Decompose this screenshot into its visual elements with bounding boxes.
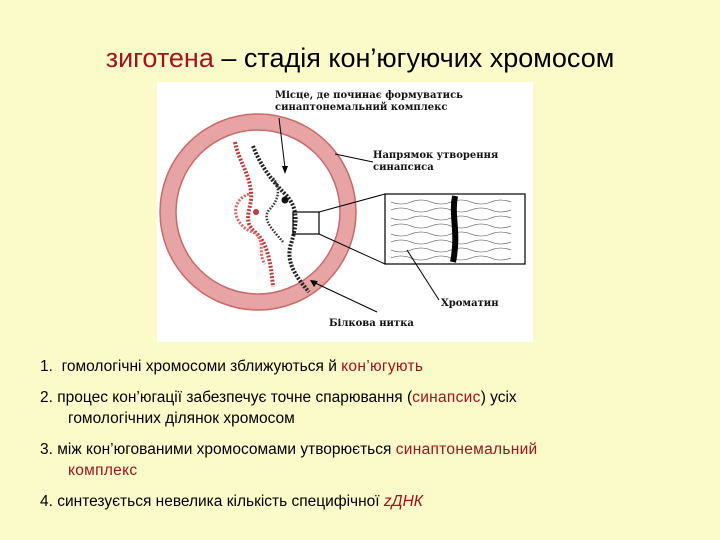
title-term: зиготена (105, 43, 214, 73)
chromosome-dark-2 (265, 177, 284, 243)
item-highlight: zДНК (383, 493, 423, 510)
item-text-after: ) усіх (480, 389, 517, 406)
item-text: синтезується невелика кількість специфіч… (57, 493, 384, 510)
item-continuation: комплекс (68, 462, 138, 479)
arrow-start-head (282, 166, 288, 174)
list-item: 1. гомологічні хромосоми зближуються й к… (40, 356, 680, 377)
zoom-box-small (292, 211, 320, 235)
label-synapsis-start-line2: синаптонемальний комплекс (275, 102, 448, 113)
slide-title: зиготена – стадія кон’югуючих хромосом (0, 40, 720, 76)
item-text: процес кон’югації забезпечує точне спарю… (57, 389, 413, 406)
arrow-direction-line (334, 153, 374, 163)
zoom-line-top (318, 193, 386, 213)
label-chromatin: Хроматин (441, 298, 499, 309)
chromosome-red-loop (234, 192, 267, 265)
item-highlight: кон’югують (341, 358, 424, 375)
item-text: між кон’югованими хромосомами утворюєтьс… (57, 441, 396, 458)
list-item: 2. процес кон’югації забезпечує точне сп… (40, 387, 680, 429)
zoom-line-bottom (318, 233, 386, 265)
chromosome-red (233, 141, 275, 288)
chromatin-pointer (406, 249, 440, 301)
arrow-start-line (278, 117, 286, 169)
label-protein-thread: Білкова нитка (329, 318, 414, 329)
item-number: 3. (40, 441, 53, 458)
protein-pointer-head (310, 280, 318, 287)
list-item: 3. між кон’югованими хромосомами утворює… (40, 439, 680, 481)
item-highlight: синаптонемальний (395, 441, 538, 458)
item-number: 2. (40, 389, 53, 406)
figure-illustration (159, 113, 526, 313)
item-number: 1. (40, 358, 53, 375)
protein-pointer (312, 281, 378, 313)
title-rest: – стадія кон’югуючих хромосом (213, 43, 615, 73)
centromere-red (253, 209, 259, 215)
list-item: 4. синтезується невелика кількість специ… (40, 491, 680, 512)
centromere-dark (281, 196, 289, 204)
item-highlight: синапсис (412, 389, 481, 406)
label-synapsis-start: Місце, де починає формуватись синаптонем… (275, 90, 463, 114)
zygotene-figure: Місце, де починає формуватись синаптонем… (157, 82, 533, 342)
item-text: гомологічні хромосоми зближуються й (61, 358, 342, 375)
label-direction-line2: синапсиса (373, 162, 434, 173)
label-synapsis-direction: Напрямок утворення синапсиса (373, 150, 498, 174)
label-synapsis-start-line1: Місце, де починає формуватись (275, 90, 463, 101)
point-list: 1. гомологічні хромосоми зближуються й к… (40, 356, 680, 522)
synaptonemal-axis (450, 195, 459, 263)
label-direction-line1: Напрямок утворення (373, 150, 499, 161)
item-number: 4. (40, 493, 53, 510)
chromosome-dark (251, 145, 311, 294)
item-continuation: гомологічних ділянок хромосом (68, 410, 295, 427)
